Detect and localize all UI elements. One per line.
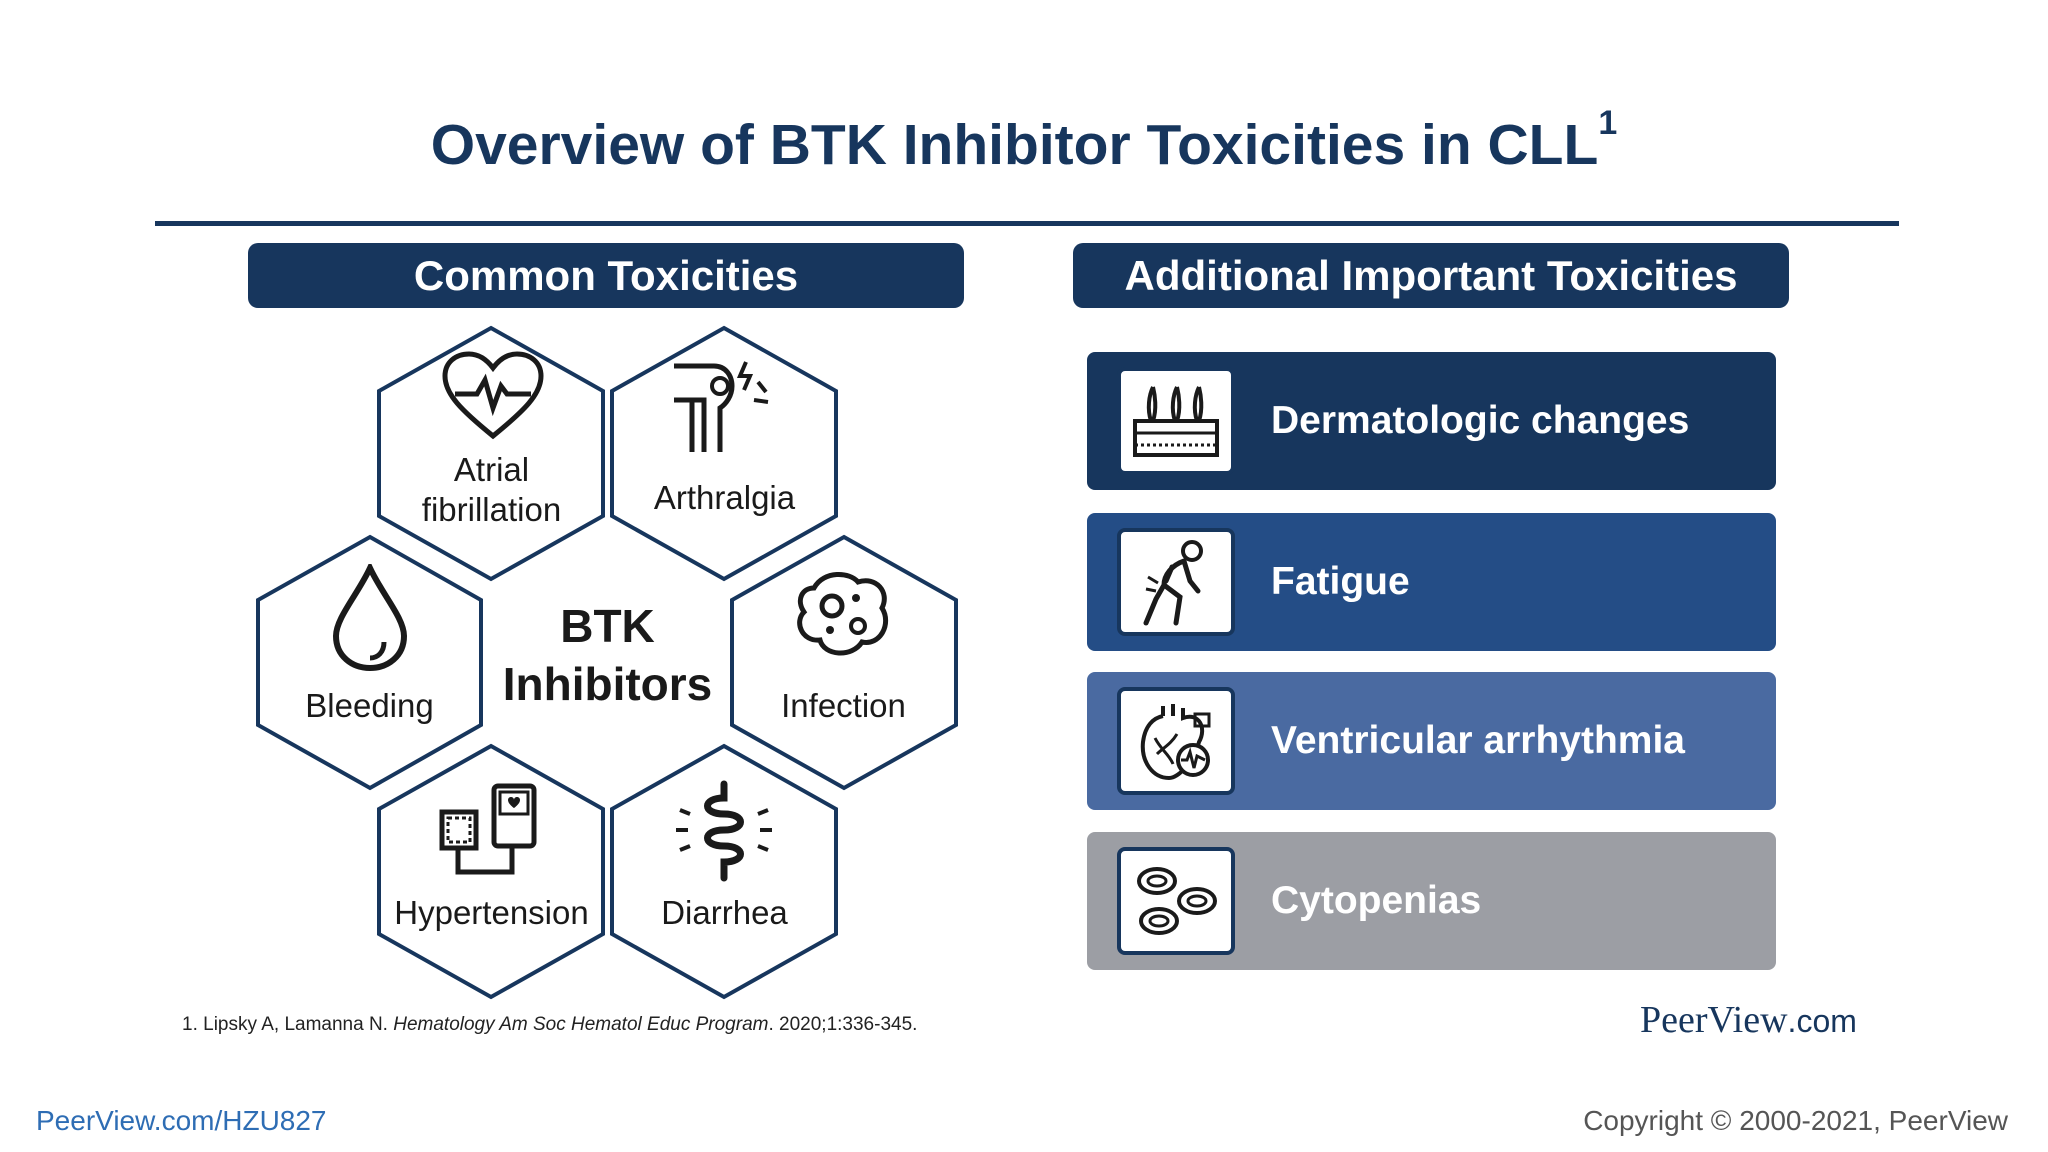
- iconbox-fatigue: [1117, 528, 1235, 636]
- reference-authors: 1. Lipsky A, Lamanna N.: [182, 1014, 394, 1035]
- copyright-notice: Copyright © 2000-2021, PeerView: [1583, 1105, 2008, 1136]
- atrial-label-line2: fibrillation: [421, 490, 562, 528]
- diarrhea-label: Diarrhea: [661, 894, 788, 931]
- toxicity-hexagon-cluster: BTK Inhibitors Atrial fibrillation Arthr…: [240, 320, 980, 1010]
- atrial-fibrillation-label: Atrial fibrillation: [390, 450, 593, 529]
- hexagon-bleeding: [256, 534, 483, 791]
- reference-journal: Hematology Am Soc Hematol Educ Program: [393, 1014, 769, 1035]
- fatigue-label: Fatigue: [1271, 560, 1410, 603]
- dermatologic-changes-label: Dermatologic changes: [1271, 399, 1690, 442]
- atrial-label-line1: Atrial: [453, 451, 530, 488]
- slide-title: Overview of BTK Inhibitor Toxicities in …: [0, 104, 2048, 178]
- skin-layers-icon: [1133, 386, 1219, 457]
- heart-ecg-icon: [442, 351, 544, 440]
- center-line-1: BTK: [560, 600, 655, 652]
- hexagon-infection: [730, 534, 958, 791]
- peerview-logo-suffix: .com: [1787, 1003, 1857, 1039]
- infection-label: Infection: [781, 687, 906, 724]
- hypertension-label: Hypertension: [394, 894, 589, 931]
- peerview-link[interactable]: PeerView.com/HZU827: [36, 1105, 327, 1136]
- additional-toxicities-header: Additional Important Toxicities: [1073, 243, 1789, 308]
- title-divider: [155, 221, 1899, 226]
- toxicity-row-cytopenias: Cytopenias: [1087, 832, 1776, 970]
- toxicity-row-ventricular: Ventricular arrhythmia: [1087, 672, 1776, 810]
- slide-title-text: Overview of BTK Inhibitor Toxicities in …: [430, 113, 1599, 177]
- heart-monitor-icon: [1140, 704, 1211, 781]
- tired-person-icon: [1143, 540, 1203, 626]
- reference-details: . 2020;1:336-345.: [768, 1014, 918, 1035]
- ventricular-arrhythmia-label: Ventricular arrhythmia: [1271, 719, 1685, 762]
- iconbox-ventricular: [1117, 687, 1235, 795]
- hexagon-arthralgia: [610, 325, 838, 582]
- reference-citation: 1. Lipsky A, Lamanna N. Hematology Am So…: [182, 1014, 917, 1036]
- title-footnote-marker: 1: [1598, 104, 1618, 142]
- toxicity-row-dermatologic: Dermatologic changes: [1087, 352, 1776, 490]
- blood-drop-icon: [332, 564, 408, 672]
- arthralgia-label: Arthralgia: [653, 479, 796, 516]
- hexagon-atrial-fibrillation: [377, 325, 605, 582]
- intestine-icon: [676, 780, 772, 882]
- peerview-logo-name: PeerView: [1640, 999, 1788, 1041]
- btk-inhibitors-center-label: BTK Inhibitors: [480, 598, 735, 713]
- blood-pressure-monitor-icon: [439, 783, 537, 875]
- blood-cells-icon: [1137, 867, 1217, 935]
- cytopenias-label: Cytopenias: [1271, 879, 1482, 922]
- virus-cell-icon: [797, 572, 889, 656]
- peerview-logo: PeerView.com: [1640, 998, 1857, 1042]
- center-line-2: Inhibitors: [502, 657, 713, 710]
- iconbox-cytopenias: [1117, 847, 1235, 955]
- iconbox-dermatologic: [1117, 367, 1235, 475]
- toxicity-row-fatigue: Fatigue: [1087, 513, 1776, 651]
- knee-joint-icon: [674, 361, 769, 452]
- bleeding-label: Bleeding: [305, 687, 434, 724]
- common-toxicities-header: Common Toxicities: [248, 243, 964, 308]
